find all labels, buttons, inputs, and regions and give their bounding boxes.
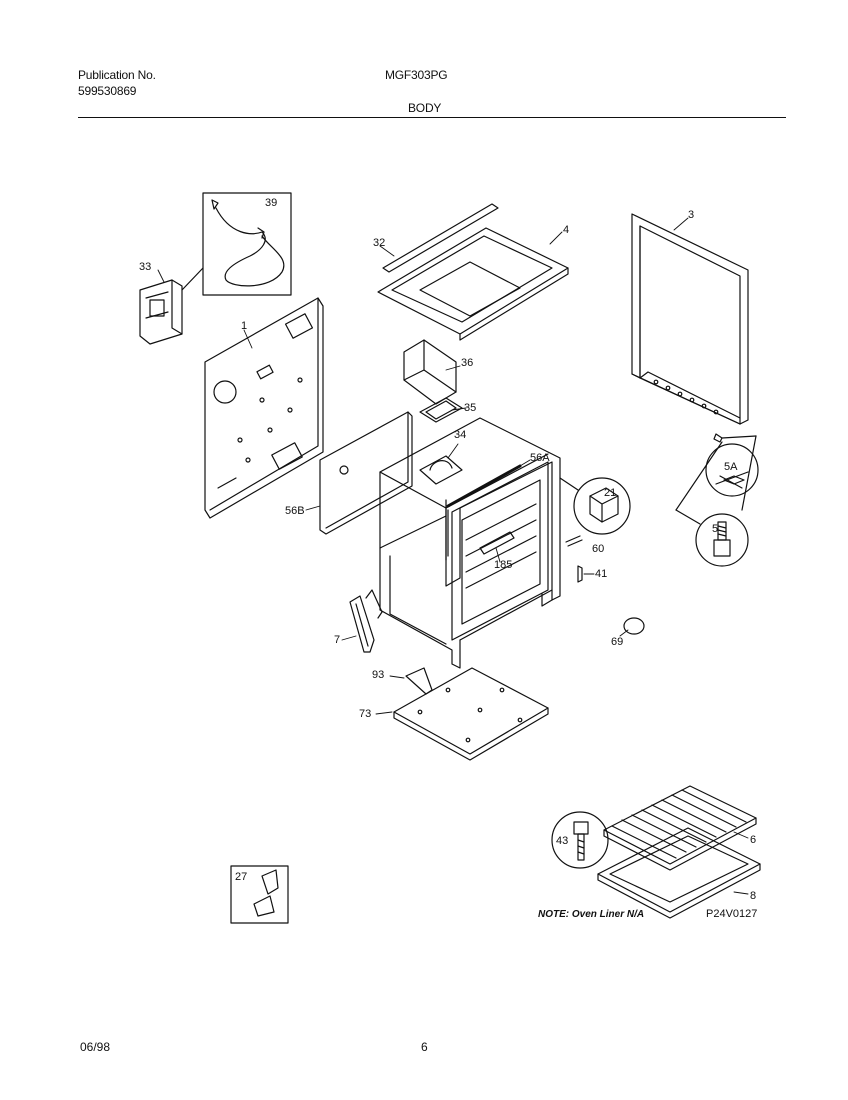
callout-56a: 56A bbox=[530, 452, 550, 464]
callout-39: 39 bbox=[265, 197, 277, 209]
oven-liner-note: NOTE: Oven Liner N/A bbox=[538, 909, 644, 920]
part-93-bracket bbox=[405, 667, 433, 695]
part-27-clip bbox=[230, 865, 289, 924]
part-41-clip bbox=[577, 565, 583, 583]
callout-1: 1 bbox=[241, 320, 247, 332]
callout-93: 93 bbox=[372, 669, 384, 681]
callout-34: 34 bbox=[454, 429, 466, 441]
callout-69: 69 bbox=[611, 636, 623, 648]
part-7-side-trim bbox=[349, 589, 383, 653]
callout-4: 4 bbox=[563, 224, 569, 236]
callout-73: 73 bbox=[359, 708, 371, 720]
part-21-switch bbox=[559, 477, 631, 535]
publication-label: Publication No. bbox=[78, 68, 156, 82]
part-32-top-strip bbox=[382, 203, 499, 273]
callout-56b: 56B bbox=[285, 505, 305, 517]
section-title: BODY bbox=[408, 101, 442, 115]
callout-8: 8 bbox=[750, 890, 756, 902]
part-3-side-panel bbox=[631, 213, 749, 425]
callout-41: 41 bbox=[595, 568, 607, 580]
part-60-screw bbox=[565, 535, 583, 547]
callout-36: 36 bbox=[461, 357, 473, 369]
callout-60: 60 bbox=[592, 543, 604, 555]
callout-6: 6 bbox=[750, 834, 756, 846]
callout-5a: 5A bbox=[724, 461, 738, 473]
part-73-bottom-panel bbox=[393, 667, 549, 761]
part-39-power-cord bbox=[202, 192, 292, 296]
callout-43: 43 bbox=[556, 835, 568, 847]
part-5-leg bbox=[675, 435, 757, 567]
page-number: 6 bbox=[421, 1040, 428, 1054]
figure-id: P24V0127 bbox=[706, 908, 757, 920]
part-5a-leg-leveler bbox=[675, 433, 759, 511]
callout-185: 185 bbox=[494, 559, 512, 571]
header-rule bbox=[78, 117, 786, 118]
part-36-vent-duct bbox=[403, 339, 457, 405]
footer-date: 06/98 bbox=[80, 1040, 111, 1054]
part-6-oven-rack bbox=[603, 785, 757, 871]
callout-7: 7 bbox=[334, 634, 340, 646]
part-56b-insulation bbox=[319, 411, 413, 535]
callout-27: 27 bbox=[235, 871, 247, 883]
leader-lines bbox=[157, 217, 749, 895]
callout-3: 3 bbox=[688, 209, 694, 221]
callout-33: 33 bbox=[139, 261, 151, 273]
model-number: MGF303PG bbox=[385, 68, 448, 82]
callout-5: 5 bbox=[712, 523, 718, 535]
part-43-bolt bbox=[551, 811, 609, 869]
part-56a-gasket bbox=[445, 464, 522, 561]
part-35-vent-gasket bbox=[419, 397, 463, 423]
part-69-plug bbox=[623, 617, 645, 635]
part-4-top-frame bbox=[377, 227, 569, 341]
part-1-back-panel bbox=[204, 297, 324, 519]
publication-number: 599530869 bbox=[78, 84, 137, 98]
part-8-broil-pan bbox=[597, 827, 761, 919]
callout-32: 32 bbox=[373, 237, 385, 249]
callout-35: 35 bbox=[464, 402, 476, 414]
callout-21: 21 bbox=[604, 487, 616, 499]
part-33-bracket bbox=[139, 267, 204, 345]
